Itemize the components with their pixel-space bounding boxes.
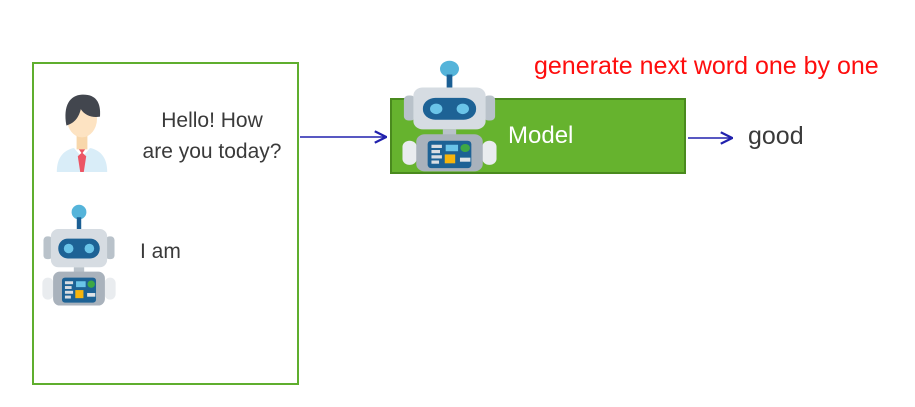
person-user-icon: [56, 94, 108, 172]
user-message-line1: Hello! How: [161, 109, 263, 132]
robot-model-icon: [402, 60, 497, 172]
user-message-line2: are you today?: [142, 140, 282, 163]
user-message: Hello! How are you today?: [126, 105, 298, 167]
output-word: good: [748, 122, 804, 150]
model-label: Model: [508, 122, 574, 149]
robot-assistant-icon: [42, 204, 116, 306]
annotation-text: generate next word one by one: [534, 52, 879, 80]
assistant-message: I am: [140, 240, 181, 263]
